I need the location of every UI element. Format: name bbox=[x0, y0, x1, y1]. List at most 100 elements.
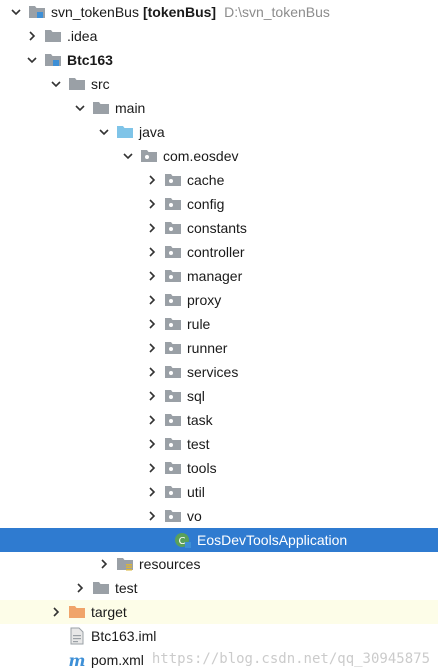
package-icon bbox=[164, 508, 182, 524]
tree-row-subpackage[interactable]: util bbox=[0, 480, 438, 504]
folder-icon bbox=[68, 76, 86, 92]
package-label: com.eosdev bbox=[163, 148, 239, 164]
svg-text:C: C bbox=[179, 536, 186, 547]
chevron-right-icon[interactable] bbox=[144, 220, 160, 236]
tree-row-subpackage[interactable]: tools bbox=[0, 456, 438, 480]
subpackage-list: cache config constants controller manage… bbox=[0, 168, 438, 528]
iml-file-icon bbox=[68, 627, 86, 645]
chevron-right-icon[interactable] bbox=[48, 604, 64, 620]
subpackage-label: controller bbox=[187, 244, 245, 260]
package-icon bbox=[164, 436, 182, 452]
subpackage-label: sql bbox=[187, 388, 205, 404]
root-path: D:\svn_tokenBus bbox=[224, 4, 330, 20]
tree-row-target[interactable]: target bbox=[0, 600, 438, 624]
chevron-down-icon[interactable] bbox=[24, 52, 40, 68]
tree-row-resources[interactable]: resources bbox=[0, 552, 438, 576]
tree-row-subpackage[interactable]: controller bbox=[0, 240, 438, 264]
subpackage-label: runner bbox=[187, 340, 228, 356]
chevron-right-icon[interactable] bbox=[144, 508, 160, 524]
tree-row-subpackage[interactable]: sql bbox=[0, 384, 438, 408]
target-label: target bbox=[91, 604, 127, 620]
chevron-right-icon[interactable] bbox=[144, 268, 160, 284]
tree-row-iml[interactable]: Btc163.iml bbox=[0, 624, 438, 648]
source-folder-icon bbox=[116, 124, 134, 140]
test-label: test bbox=[115, 580, 138, 596]
app-class-label: EosDevToolsApplication bbox=[197, 532, 348, 548]
chevron-down-icon[interactable] bbox=[120, 148, 136, 164]
package-icon bbox=[164, 292, 182, 308]
tree-row-subpackage[interactable]: task bbox=[0, 408, 438, 432]
chevron-right-icon[interactable] bbox=[144, 340, 160, 356]
chevron-right-icon[interactable] bbox=[24, 28, 40, 44]
module-folder-icon bbox=[44, 52, 62, 68]
folder-icon bbox=[44, 28, 62, 44]
tree-row-subpackage[interactable]: config bbox=[0, 192, 438, 216]
package-icon bbox=[164, 340, 182, 356]
svg-text:m: m bbox=[69, 652, 86, 668]
tree-row-subpackage[interactable]: test bbox=[0, 432, 438, 456]
chevron-right-icon[interactable] bbox=[144, 172, 160, 188]
chevron-right-icon[interactable] bbox=[144, 292, 160, 308]
chevron-down-icon[interactable] bbox=[72, 100, 88, 116]
subpackage-label: util bbox=[187, 484, 205, 500]
chevron-right-icon[interactable] bbox=[144, 388, 160, 404]
chevron-right-icon[interactable] bbox=[72, 580, 88, 596]
package-icon bbox=[164, 388, 182, 404]
resources-folder-icon bbox=[116, 556, 134, 572]
chevron-down-icon[interactable] bbox=[96, 124, 112, 140]
subpackage-label: services bbox=[187, 364, 239, 380]
module-label: Btc163 bbox=[67, 52, 113, 68]
package-icon bbox=[164, 268, 182, 284]
root-name: svn_tokenBus bbox=[51, 4, 139, 20]
package-icon bbox=[164, 484, 182, 500]
subpackage-label: config bbox=[187, 196, 225, 212]
chevron-right-icon[interactable] bbox=[144, 460, 160, 476]
tree-row-btc163[interactable]: Btc163 bbox=[0, 48, 438, 72]
tree-row-idea[interactable]: .idea bbox=[0, 24, 438, 48]
maven-icon: m bbox=[68, 652, 86, 668]
chevron-right-icon[interactable] bbox=[144, 244, 160, 260]
tree-row-package[interactable]: com.eosdev bbox=[0, 144, 438, 168]
package-icon bbox=[164, 220, 182, 236]
module-folder-icon bbox=[28, 4, 46, 20]
src-label: src bbox=[91, 76, 110, 92]
tree-row-subpackage[interactable]: rule bbox=[0, 312, 438, 336]
tree-row-app-class[interactable]: C EosDevToolsApplication bbox=[0, 528, 438, 552]
package-icon bbox=[164, 364, 182, 380]
tree-row-subpackage[interactable]: cache bbox=[0, 168, 438, 192]
tree-row-subpackage[interactable]: runner bbox=[0, 336, 438, 360]
chevron-down-icon[interactable] bbox=[8, 4, 24, 20]
tree-row-main[interactable]: main bbox=[0, 96, 438, 120]
tree-row-root[interactable]: svn_tokenBus [tokenBus] D:\svn_tokenBus bbox=[0, 0, 438, 24]
iml-label: Btc163.iml bbox=[91, 628, 157, 644]
chevron-down-icon[interactable] bbox=[48, 76, 64, 92]
subpackage-label: proxy bbox=[187, 292, 222, 308]
package-icon bbox=[164, 316, 182, 332]
tree-row-subpackage[interactable]: services bbox=[0, 360, 438, 384]
tree-row-pom[interactable]: m pom.xml bbox=[0, 648, 438, 672]
chevron-right-icon[interactable] bbox=[144, 364, 160, 380]
chevron-right-icon[interactable] bbox=[96, 556, 112, 572]
subpackage-label: cache bbox=[187, 172, 225, 188]
tree-row-subpackage[interactable]: vo bbox=[0, 504, 438, 528]
tree-row-subpackage[interactable]: constants bbox=[0, 216, 438, 240]
tree-row-java[interactable]: java bbox=[0, 120, 438, 144]
tree-row-src[interactable]: src bbox=[0, 72, 438, 96]
chevron-right-icon[interactable] bbox=[144, 316, 160, 332]
tree-row-test[interactable]: test bbox=[0, 576, 438, 600]
chevron-right-icon[interactable] bbox=[144, 436, 160, 452]
pom-label: pom.xml bbox=[91, 652, 144, 668]
chevron-right-icon[interactable] bbox=[144, 412, 160, 428]
tree-row-subpackage[interactable]: proxy bbox=[0, 288, 438, 312]
tree-row-subpackage[interactable]: manager bbox=[0, 264, 438, 288]
subpackage-label: vo bbox=[187, 508, 202, 524]
subpackage-label: rule bbox=[187, 316, 211, 332]
main-label: main bbox=[115, 100, 146, 116]
idea-label: .idea bbox=[67, 28, 98, 44]
java-label: java bbox=[139, 124, 165, 140]
package-icon bbox=[164, 172, 182, 188]
package-icon bbox=[140, 148, 158, 164]
chevron-right-icon[interactable] bbox=[144, 196, 160, 212]
chevron-right-icon[interactable] bbox=[144, 484, 160, 500]
